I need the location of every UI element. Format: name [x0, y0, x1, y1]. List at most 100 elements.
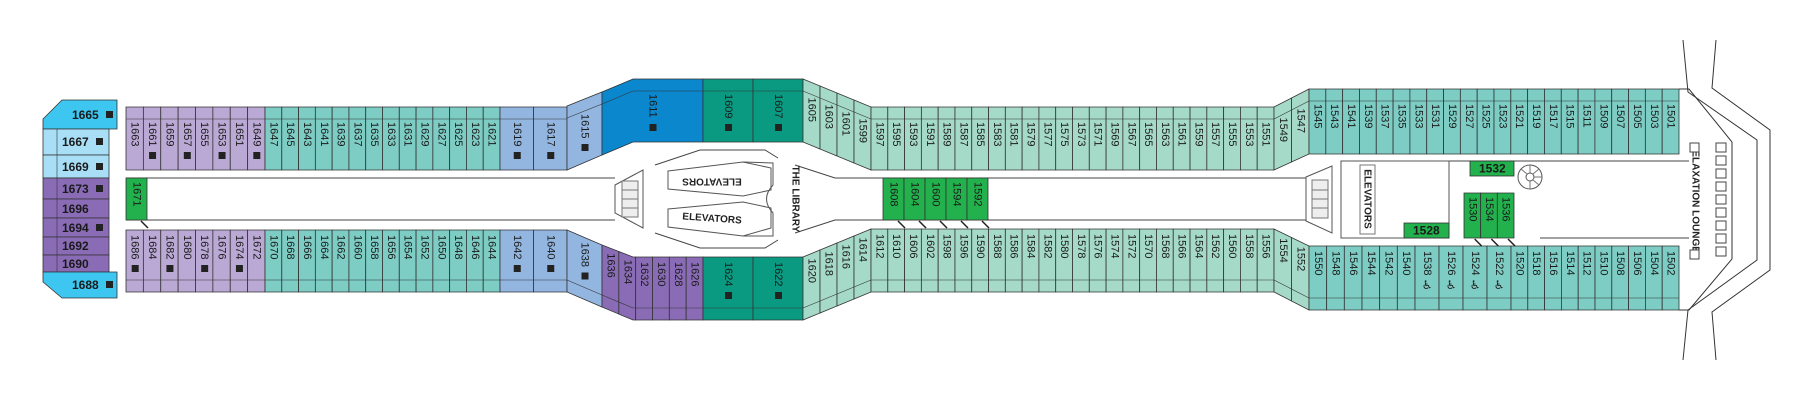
cabin-1642[interactable]: 1642	[499, 229, 534, 293]
cabin-1605[interactable]: 1605	[802, 78, 821, 150]
cabin-1630[interactable]: 1630	[652, 256, 670, 321]
cabin-1673[interactable]: 1673	[42, 177, 110, 200]
cabin-1652[interactable]: 1652	[415, 229, 434, 293]
cabin-1611[interactable]: 1611	[601, 78, 704, 156]
cabin-1625[interactable]: 1625	[449, 106, 467, 171]
cabin-1530[interactable]: 1530	[1463, 192, 1483, 247]
cabin-1556[interactable]: 1556	[1256, 228, 1275, 293]
cabin-1636[interactable]: 1636	[601, 244, 620, 315]
cabin-1555[interactable]: 1555	[1223, 106, 1241, 171]
cabin-1610[interactable]: 1610	[887, 228, 905, 293]
cabin-1637[interactable]: 1637	[348, 106, 367, 171]
cabin-1659[interactable]: 1659	[160, 106, 179, 171]
cabin-1551[interactable]: 1551	[1256, 106, 1275, 171]
cabin-1649[interactable]: 1649	[247, 106, 266, 171]
cabin-1531[interactable]: 1531	[1426, 88, 1444, 155]
cabin-1672[interactable]: 1672	[247, 229, 266, 293]
cabin-1635[interactable]: 1635	[365, 106, 383, 171]
cabin-1658[interactable]: 1658	[365, 229, 383, 293]
cabin-1631[interactable]: 1631	[398, 106, 417, 171]
cabin-1558[interactable]: 1558	[1240, 228, 1258, 293]
cabin-1527[interactable]: 1527	[1459, 88, 1478, 155]
cabin-1632[interactable]: 1632	[635, 256, 653, 321]
cabin-1518[interactable]: 1518	[1527, 245, 1545, 311]
cabin-1692[interactable]: 1692	[42, 236, 110, 256]
cabin-1591[interactable]: 1591	[920, 106, 939, 171]
cabin-1696[interactable]: 1696	[42, 198, 110, 219]
cabin-1543[interactable]: 1543	[1325, 88, 1344, 155]
cabin-1648[interactable]: 1648	[449, 229, 467, 293]
cabin-1537[interactable]: 1537	[1375, 88, 1394, 155]
cabin-1629[interactable]: 1629	[415, 106, 434, 171]
cabin-1660[interactable]: 1660	[348, 229, 367, 293]
cabin-1619[interactable]: 1619	[499, 106, 534, 171]
cabin-1569[interactable]: 1569	[1105, 106, 1124, 171]
cabin-1644[interactable]: 1644	[482, 229, 501, 293]
cabin-1561[interactable]: 1561	[1172, 106, 1191, 171]
cabin-1596[interactable]: 1596	[954, 228, 973, 293]
cabin-1532[interactable]: 1532	[1469, 160, 1515, 177]
cabin-1511[interactable]: 1511	[1577, 88, 1596, 155]
cabin-1599[interactable]: 1599	[853, 99, 872, 171]
cabin-1668[interactable]: 1668	[281, 229, 299, 293]
cabin-1615[interactable]: 1615	[566, 91, 603, 171]
cabin-1523[interactable]: 1523	[1493, 88, 1512, 155]
cabin-1584[interactable]: 1584	[1021, 228, 1040, 293]
cabin-1646[interactable]: 1646	[466, 229, 484, 293]
cabin-1546[interactable]: 1546	[1343, 245, 1363, 311]
cabin-1564[interactable]: 1564	[1189, 228, 1208, 293]
cabin-1557[interactable]: 1557	[1206, 106, 1225, 171]
cabin-1570[interactable]: 1570	[1139, 228, 1157, 293]
cabin-1592[interactable]: 1592	[966, 177, 990, 229]
cabin-1520[interactable]: 1520	[1510, 245, 1529, 311]
cabin-1579[interactable]: 1579	[1021, 106, 1040, 171]
cabin-1601[interactable]: 1601	[836, 92, 855, 164]
cabin-1516[interactable]: 1516	[1544, 245, 1562, 311]
cabin-1669[interactable]: 1669	[42, 154, 110, 179]
cabin-1504[interactable]: 1504	[1645, 245, 1663, 311]
cabin-1640[interactable]: 1640	[533, 229, 568, 293]
cabin-1552[interactable]: 1552	[1291, 236, 1310, 311]
cabin-1515[interactable]: 1515	[1560, 88, 1579, 155]
cabin-1542[interactable]: 1542	[1379, 245, 1398, 311]
cabin-1590[interactable]: 1590	[971, 228, 989, 293]
cabin-1502[interactable]: 1502	[1661, 245, 1680, 311]
cabin-1664[interactable]: 1664	[314, 229, 333, 293]
cabin-1626[interactable]: 1626	[685, 256, 704, 321]
cabin-1655[interactable]: 1655	[195, 106, 214, 171]
cabin-1600[interactable]: 1600	[924, 177, 948, 229]
cabin-1614[interactable]: 1614	[853, 228, 872, 300]
cabin-1529[interactable]: 1529	[1443, 88, 1461, 155]
cabin-1534[interactable]: 1534	[1480, 192, 1499, 247]
cabin-1663[interactable]: 1663	[125, 106, 144, 171]
cabin-1506[interactable]: 1506	[1628, 245, 1646, 311]
cabin-1514[interactable]: 1514	[1561, 245, 1579, 311]
cabin-1507[interactable]: 1507	[1611, 88, 1629, 155]
cabin-1583[interactable]: 1583	[988, 106, 1006, 171]
cabin-1607[interactable]: 1607	[752, 78, 804, 143]
cabin-1539[interactable]: 1539	[1359, 88, 1377, 155]
cabin-1645[interactable]: 1645	[281, 106, 299, 171]
cabin-1568[interactable]: 1568	[1156, 228, 1174, 293]
cabin-1505[interactable]: 1505	[1628, 88, 1646, 155]
cabin-1624[interactable]: 1624	[702, 256, 754, 321]
cabin-1578[interactable]: 1578	[1072, 228, 1090, 293]
cabin-1609[interactable]: 1609	[702, 78, 754, 143]
cabin-1549[interactable]: 1549	[1273, 97, 1292, 171]
cabin-1553[interactable]: 1553	[1240, 106, 1258, 171]
cabin-1678[interactable]: 1678	[195, 229, 214, 293]
cabin-1641[interactable]: 1641	[314, 106, 333, 171]
cabin-1628[interactable]: 1628	[668, 256, 687, 321]
cabin-1656[interactable]: 1656	[382, 229, 400, 293]
cabin-1517[interactable]: 1517	[1544, 88, 1562, 155]
cabin-1588[interactable]: 1588	[988, 228, 1006, 293]
cabin-1501[interactable]: 1501	[1661, 88, 1680, 155]
cabin-1526[interactable]: 1526♿	[1438, 245, 1464, 311]
cabin-1509[interactable]: 1509	[1594, 88, 1613, 155]
cabin-1510[interactable]: 1510	[1594, 245, 1613, 311]
cabin-1606[interactable]: 1606	[904, 228, 922, 293]
cabin-1627[interactable]: 1627	[432, 106, 451, 171]
cabin-1575[interactable]: 1575	[1055, 106, 1073, 171]
cabin-1634[interactable]: 1634	[618, 250, 637, 321]
cabin-1594[interactable]: 1594	[945, 177, 969, 229]
